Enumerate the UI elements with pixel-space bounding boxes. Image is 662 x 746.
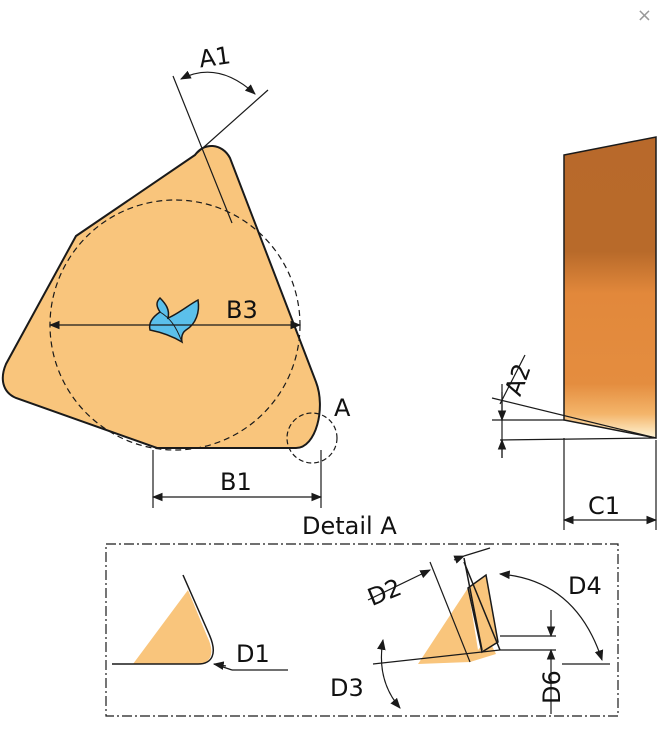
label-c1: C1 [588, 492, 620, 520]
label-d6: D6 [538, 670, 566, 704]
detail-chamfer: D2 D3 D4 D6 [330, 547, 610, 714]
insert-side-view [563, 136, 657, 439]
label-d4: D4 [568, 572, 602, 600]
detail-a-frame [105, 543, 619, 717]
detail-a-marker: A [286, 394, 351, 464]
label-d2: D2 [364, 573, 406, 612]
detail-d1: D1 [112, 574, 288, 671]
dimension-a2: A2 [491, 354, 657, 458]
detail-a-title: Detail A [302, 512, 397, 540]
label-d1: D1 [236, 640, 270, 668]
close-icon[interactable]: × [636, 5, 652, 26]
dimension-b1: B1 [151, 450, 323, 508]
label-b1: B1 [220, 468, 252, 496]
label-d3: D3 [330, 674, 364, 702]
dimension-a1: A1 [172, 41, 269, 224]
label-a: A [334, 394, 351, 422]
chipbreaker-icon [148, 296, 200, 344]
dimension-c1: C1 [562, 438, 658, 530]
label-a1: A1 [197, 41, 232, 73]
dimension-b3: B3 [48, 296, 302, 330]
insert-body [1, 145, 321, 449]
insert-top-view [1, 145, 321, 451]
label-b3: B3 [226, 296, 258, 324]
